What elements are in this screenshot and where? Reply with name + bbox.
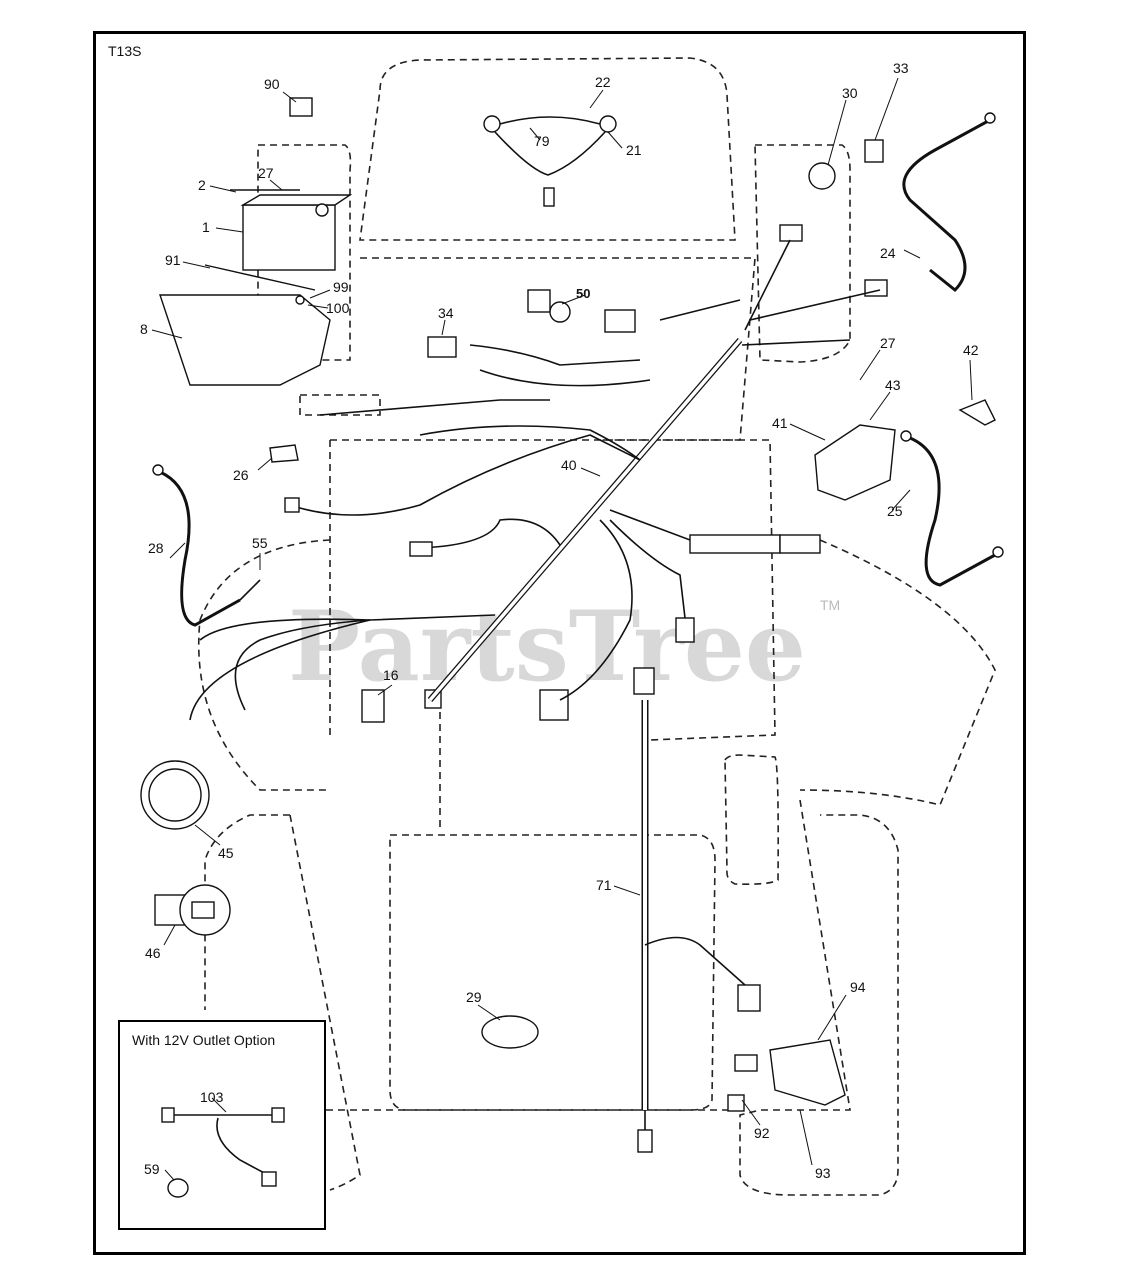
part-30-switch <box>808 162 836 190</box>
watermark-tm: TM <box>820 597 840 613</box>
harness-71 <box>637 700 746 1153</box>
label-1: 1 <box>202 219 210 235</box>
label-103: 103 <box>200 1089 224 1105</box>
label-26: 26 <box>233 467 249 483</box>
tractor-outline <box>197 57 996 1196</box>
label-40: 40 <box>561 457 577 473</box>
watermark: PartsTree <box>288 590 806 703</box>
part-16-switch <box>361 689 385 723</box>
headlight-harness <box>483 115 617 207</box>
label-55: 55 <box>252 535 268 551</box>
tag <box>604 309 636 333</box>
label-90: 90 <box>264 76 280 92</box>
label-24: 24 <box>880 245 896 261</box>
part-34-switch <box>427 336 457 358</box>
diagram-code: T13S <box>108 43 141 59</box>
main-harness <box>189 239 881 721</box>
label-16: 16 <box>383 667 399 683</box>
label-8: 8 <box>140 321 148 337</box>
label-34: 34 <box>438 305 454 321</box>
part-50-switch <box>527 289 551 313</box>
part-94-module <box>769 1039 846 1106</box>
part-29-ties <box>481 1015 539 1049</box>
label-2: 2 <box>198 177 206 193</box>
battery-group <box>159 189 353 386</box>
part-26-clip <box>269 444 299 463</box>
label-94: 94 <box>850 979 866 995</box>
battery-tray <box>159 294 331 386</box>
cables <box>152 112 1004 627</box>
misc-parts <box>140 97 996 1112</box>
label-28: 28 <box>148 540 164 556</box>
label-93: 93 <box>815 1165 831 1181</box>
label-42: 42 <box>963 342 979 358</box>
label-29: 29 <box>466 989 482 1005</box>
label-45: 45 <box>218 845 234 861</box>
part-90-bracket <box>289 97 313 117</box>
part-33-relay <box>864 139 884 163</box>
part-43-solenoid <box>814 424 896 501</box>
label-27-top: 27 <box>258 165 274 181</box>
label-30: 30 <box>842 85 858 101</box>
label-21: 21 <box>626 142 642 158</box>
label-43: 43 <box>885 377 901 393</box>
label-100: 100 <box>326 300 350 316</box>
part-42-boot <box>958 399 996 426</box>
label-59: 59 <box>144 1161 160 1177</box>
label-71: 71 <box>596 877 612 893</box>
part-labels: 2 1 91 8 27 99 100 90 22 21 79 30 33 24 … <box>140 60 979 1181</box>
label-91: 91 <box>165 252 181 268</box>
label-25: 25 <box>887 503 903 519</box>
12v-outlet-option-box: With 12V Outlet Option <box>118 1020 326 1230</box>
label-46: 46 <box>145 945 161 961</box>
diagram-frame <box>93 31 1026 1255</box>
option-box-parts <box>161 1107 285 1198</box>
label-33: 33 <box>893 60 909 76</box>
label-92: 92 <box>754 1125 770 1141</box>
label-99: 99 <box>333 279 349 295</box>
label-79: 79 <box>534 133 550 149</box>
label-50: 50 <box>576 286 590 301</box>
label-22: 22 <box>595 74 611 90</box>
leader-lines <box>151 77 973 1181</box>
label-27: 27 <box>880 335 896 351</box>
label-41: 41 <box>772 415 788 431</box>
option-box-title: With 12V Outlet Option <box>132 1032 276 1048</box>
